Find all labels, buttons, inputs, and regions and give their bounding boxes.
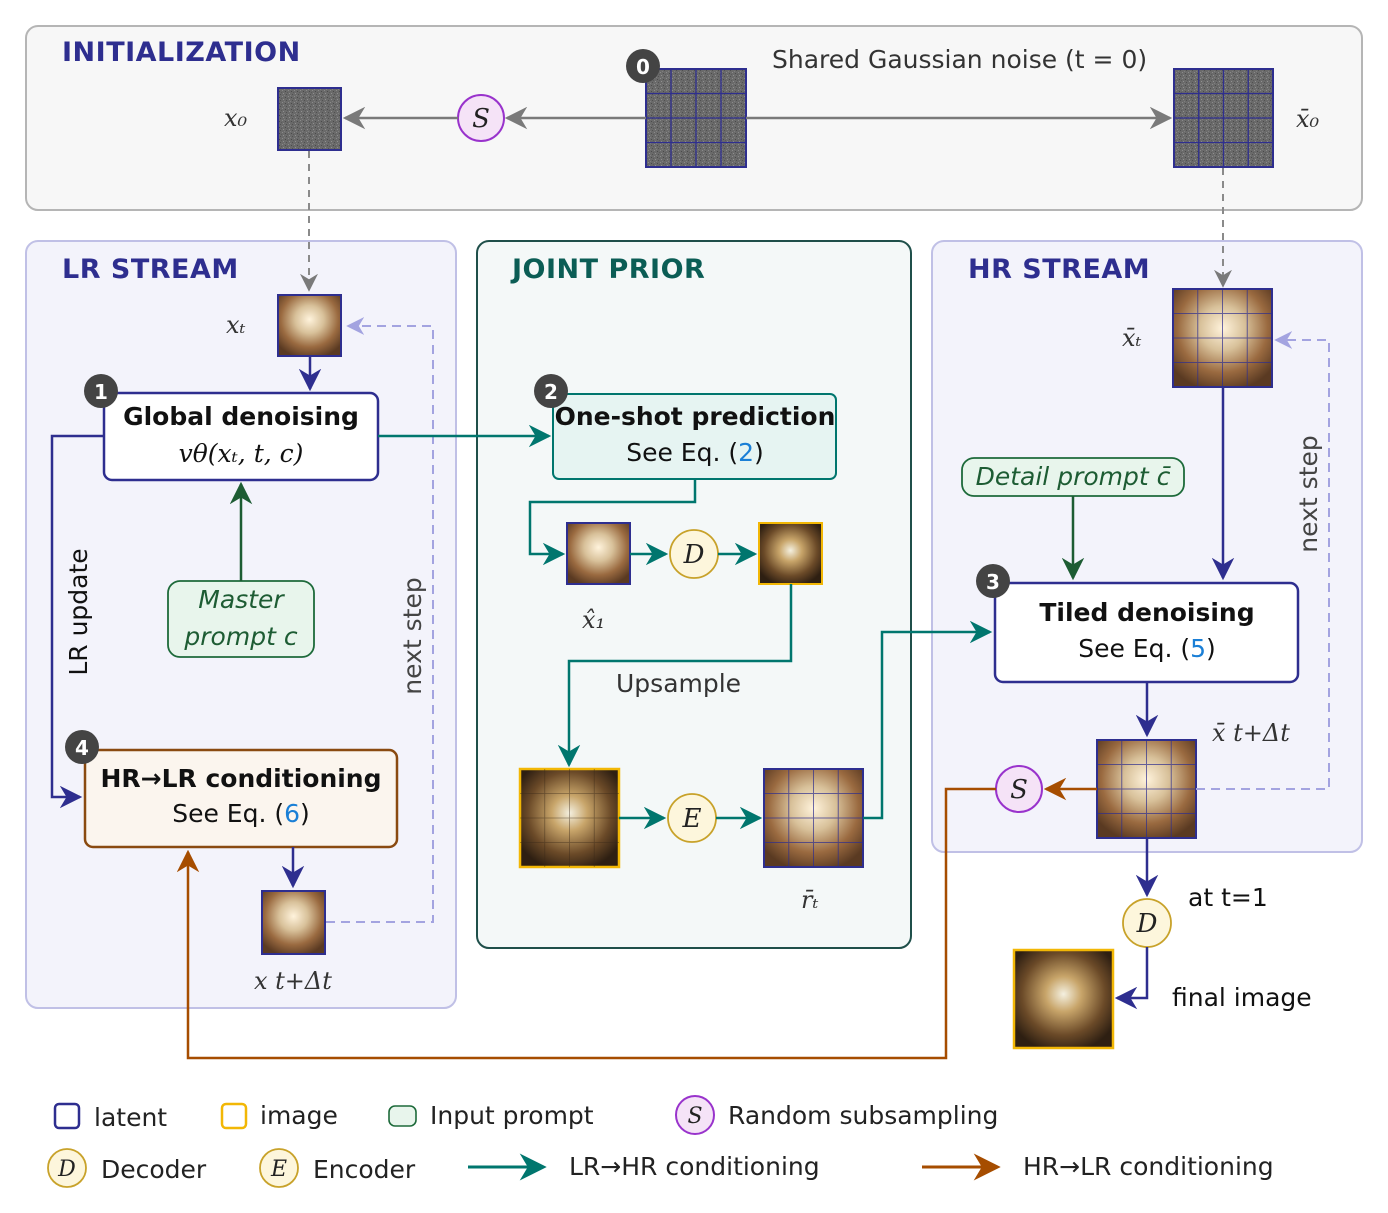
legend-hr-lr-label: HR→LR conditioning <box>1023 1152 1274 1181</box>
lr-next-step-loop <box>326 317 434 923</box>
legend-image-label: image <box>260 1101 338 1130</box>
global-denoising-eq: vθ(xₜ, t, c) <box>179 439 304 468</box>
subsample-node-init: S <box>457 94 505 142</box>
decoder-node-hr: D <box>1122 898 1172 948</box>
rbar-latent <box>763 768 864 868</box>
x-next-label: x t+Δt <box>254 967 332 995</box>
legend-subsample-label: Random subsampling <box>728 1101 998 1130</box>
step-3-badge: 3 <box>976 564 1010 598</box>
shared-noise-label: Shared Gaussian noise (t = 0) <box>772 45 1147 74</box>
svg-text:S: S <box>1010 775 1028 805</box>
step-2-badge: 2 <box>534 374 568 408</box>
lr-update-arrow <box>50 434 104 809</box>
one-shot-title: One-shot prediction <box>555 402 836 431</box>
svg-text:1: 1 <box>94 380 108 404</box>
one-shot-eq: See Eq. (2) <box>626 438 764 467</box>
hr-stream-title: HR STREAM <box>968 254 1150 285</box>
decoder-node-joint: D <box>669 529 719 579</box>
lr-update-label: LR update <box>64 548 93 675</box>
legend-prompt-swatch <box>388 1105 417 1127</box>
legend-subsample-symbol: S <box>675 1095 715 1135</box>
svg-text:2: 2 <box>544 380 558 404</box>
hr-lr-conditioning-title: HR→LR conditioning <box>100 764 381 793</box>
legend-latent-swatch <box>53 1102 81 1130</box>
global-denoising-title: Global denoising <box>123 402 359 431</box>
step-0-badge: 0 <box>626 49 660 83</box>
noise-grid-right <box>1173 68 1274 168</box>
svg-text:D: D <box>57 1157 76 1182</box>
legend-decoder-label: Decoder <box>101 1155 207 1184</box>
x-next-latent <box>261 890 326 955</box>
xbar-next-label: x̄ t+Δt <box>1212 719 1290 747</box>
svg-text:Detail prompt c̄: Detail prompt c̄ <box>976 462 1171 491</box>
svg-text:D: D <box>1136 909 1158 939</box>
lr-next-step-label: next step <box>398 577 427 694</box>
svg-text:4: 4 <box>75 736 89 760</box>
hr-lr-conditioning-eq: See Eq. (6) <box>172 799 310 828</box>
detail-prompt-box: Detail prompt c̄ <box>961 457 1185 497</box>
svg-text:0: 0 <box>636 55 650 79</box>
hr-next-step-loop <box>1196 331 1330 790</box>
x1hat-label: x̂₁ <box>582 606 605 634</box>
upsampled-image <box>518 767 621 869</box>
upsample-label: Upsample <box>616 669 741 698</box>
tiled-denoising-title: Tiled denoising <box>1039 598 1254 627</box>
one-shot-prediction-box: One-shot prediction See Eq. (2) <box>552 393 837 480</box>
x1hat-latent <box>566 522 631 585</box>
svg-text:D: D <box>683 540 705 570</box>
hr-lr-feedback-arrow <box>176 787 996 1060</box>
svg-text:3: 3 <box>986 570 1000 594</box>
lr-stream-title: LR STREAM <box>62 254 239 285</box>
arrow-decoder-to-final <box>1114 947 1149 1010</box>
legend-latent-label: latent <box>94 1103 167 1132</box>
xbar-t-latent <box>1172 288 1273 388</box>
svg-text:S: S <box>472 104 490 134</box>
xt-latent <box>277 294 342 357</box>
decoded-image-small <box>758 522 823 585</box>
final-image <box>1012 948 1115 1050</box>
x0-latent <box>277 87 342 151</box>
arrow-oneshot-to-x1hat <box>528 479 697 566</box>
legend-prompt-label: Input prompt <box>430 1101 594 1130</box>
hr-next-step-label: next step <box>1294 435 1323 552</box>
master-prompt-box: Master prompt c <box>167 580 315 658</box>
xt-label: xₜ <box>226 311 246 339</box>
xbar-t-label: x̄ₜ <box>1122 324 1142 352</box>
svg-text:S: S <box>687 1104 702 1129</box>
x0-label: x₀ <box>224 104 248 132</box>
initialization-title: INITIALIZATION <box>62 37 301 68</box>
legend-lr-hr-label: LR→HR conditioning <box>569 1152 820 1181</box>
legend-decoder-symbol: D <box>47 1148 87 1188</box>
legend-encoder-label: Encoder <box>313 1155 416 1184</box>
tiled-denoising-box: Tiled denoising See Eq. (5) <box>993 581 1300 684</box>
svg-text:E: E <box>270 1157 287 1182</box>
subsample-node-hr: S <box>995 765 1043 813</box>
svg-text:Master: Master <box>198 585 285 614</box>
arrow-upsample <box>557 584 793 768</box>
svg-text:prompt c: prompt c <box>183 622 297 651</box>
svg-text:E: E <box>682 804 702 834</box>
arrow-rbar-to-tiled <box>863 620 993 820</box>
tiled-denoising-eq: See Eq. (5) <box>1078 634 1216 663</box>
at-t1-label: at t=1 <box>1188 883 1268 912</box>
step-4-badge: 4 <box>65 730 99 764</box>
joint-prior-title: JOINT PRIOR <box>510 254 705 285</box>
hr-lr-conditioning-box: HR→LR conditioning See Eq. (6) <box>83 748 399 849</box>
global-denoising-box: Global denoising vθ(xₜ, t, c) <box>102 391 380 482</box>
step-1-badge: 1 <box>84 374 118 408</box>
final-image-label: final image <box>1172 983 1312 1012</box>
legend-encoder-symbol: E <box>259 1148 299 1188</box>
rbar-label: r̄ₜ <box>801 886 818 914</box>
xbar-next-latent <box>1096 739 1197 839</box>
legend-image-swatch <box>220 1102 248 1130</box>
noise-grid-center <box>645 68 747 168</box>
xbar0-label: x̄₀ <box>1296 105 1320 133</box>
encoder-node: E <box>667 793 717 843</box>
